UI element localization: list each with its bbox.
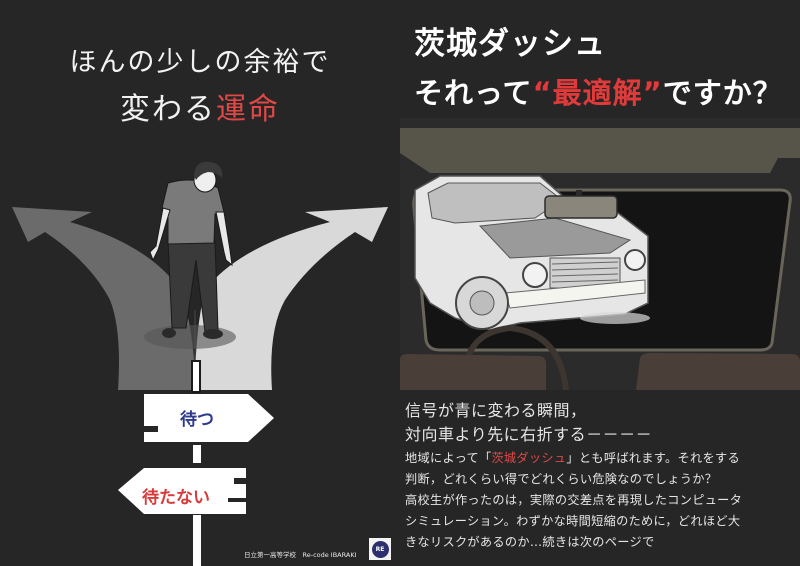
sign-not-wait-label: 待たない <box>142 488 210 508</box>
post-segment <box>191 360 201 393</box>
rearview-mirror <box>544 195 618 219</box>
sign-wait-label: 待つ <box>180 410 214 430</box>
sign-wait <box>144 394 274 442</box>
body-paragraph-line3: 高校生が作ったのは，実際の交差点を再現したコンピュータ <box>405 493 743 507</box>
left-road-arrow <box>12 207 195 390</box>
post-segment <box>193 515 201 566</box>
footer-credit: 日立第一高等学校 Re-code IBARAKI <box>244 551 357 559</box>
body-paragraph-line1: 地域によって「茨城ダッシュ」とも呼ばれます。それをする <box>405 448 740 466</box>
post-segment <box>193 445 201 463</box>
right-headline-accent: “最適解” <box>532 76 663 110</box>
left-headline-prefix: 変わる <box>120 92 216 127</box>
body-paragraph-line5: きなリスクがあるのか…続きは次のページで <box>405 535 655 549</box>
person-figure <box>149 161 233 339</box>
left-headline-line2: 変わる運命 <box>0 84 400 128</box>
logo-mark: RE <box>371 540 389 558</box>
visor <box>400 128 800 173</box>
right-page: 茨城ダッシュ それって“最適解”ですか？ <box>400 0 800 566</box>
body-paragraph-line2: 判断，どれくらい得でどれくらい危険なのでしょうか？ <box>405 472 718 486</box>
body-lead-line2: 対向車より先に右折する－－－－ <box>405 425 653 444</box>
left-headline-line1: ほんの少しの余裕で <box>69 47 331 78</box>
body-paragraph-line4: シミュレーション。わずかな時間短縮のために，どれほど大 <box>405 514 741 528</box>
car-interior-illustration <box>400 118 800 390</box>
body-p1-suffix: 」とも呼ばれます。それをする <box>566 451 740 465</box>
body-p1-prefix: 地域によって「 <box>405 451 492 465</box>
recode-logo: RE <box>369 538 391 560</box>
left-seat <box>400 354 546 390</box>
right-headline-line1: 茨城ダッシュ <box>414 26 606 62</box>
right-road-arrow <box>195 207 388 390</box>
right-headline-line2: それって“最適解”ですか？ <box>414 70 783 112</box>
right-seat <box>636 353 800 390</box>
right-headline-prefix: それって <box>414 76 533 110</box>
crossroad-illustration <box>12 161 388 390</box>
body-lead-line1: 信号が青に変わる瞬間， <box>405 401 587 420</box>
left-page: ほんの少しの余裕で 変わる運命 <box>0 47 400 566</box>
sign-not-wait <box>118 468 246 514</box>
right-headline-suffix: ですか？ <box>662 76 783 110</box>
left-headline-accent: 運命 <box>216 92 280 127</box>
body-p1-accent: 茨城ダッシュ <box>491 451 567 465</box>
